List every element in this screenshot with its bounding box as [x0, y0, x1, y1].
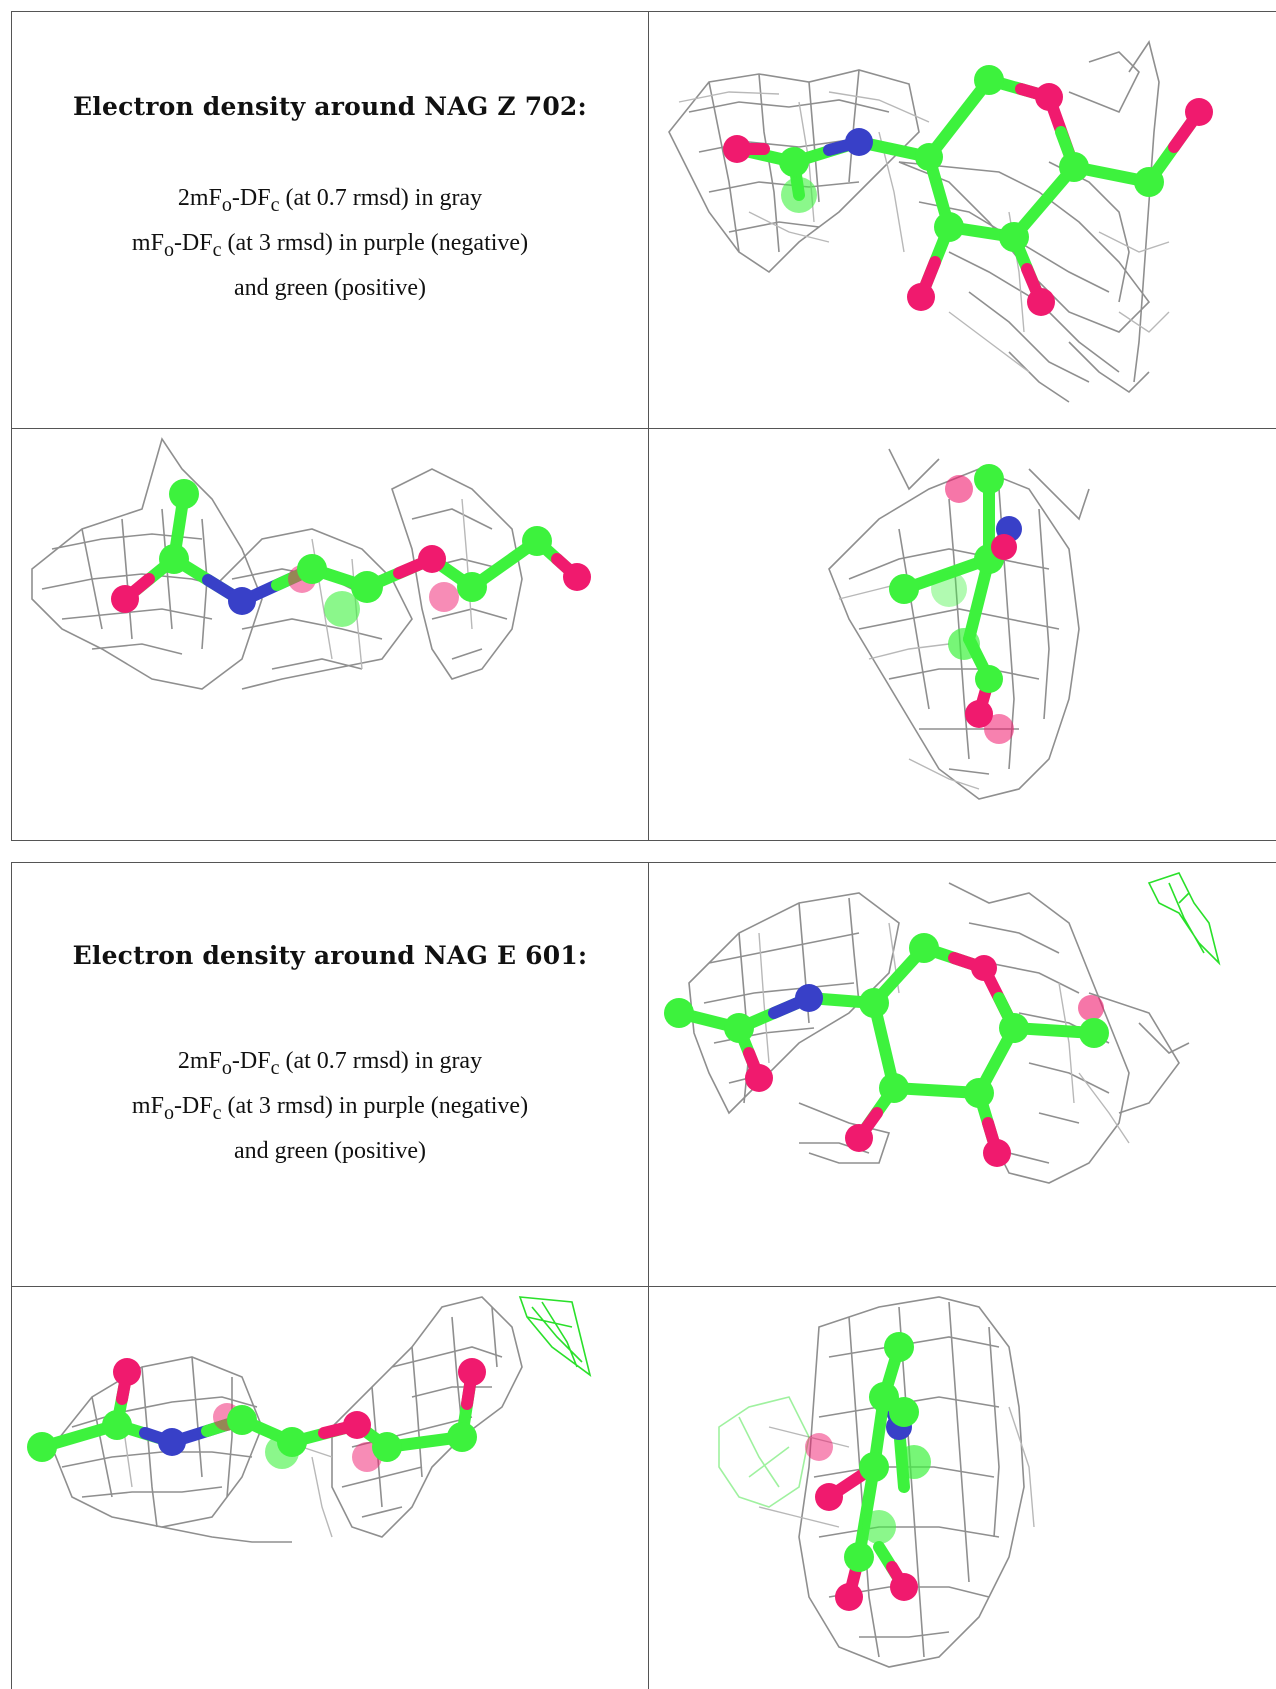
table-divider-horizontal — [12, 428, 1276, 429]
legend-line-gray: 2mFo-DFc (at 0.7 rmsd) in gray — [177, 1048, 483, 1079]
legend-line-difference: mFo-DFc (at 3 rmsd) in purple (negative) — [131, 1092, 529, 1124]
legend-line-positive: and green (positive) — [234, 274, 426, 301]
table-divider-vertical — [648, 863, 649, 1689]
legend-line-difference: mFo-DFc (at 3 rmsd) in purple (negative) — [131, 229, 529, 261]
panel-title: Electron density around NAG Z 702: — [73, 92, 587, 121]
density-image-bottom-left — [12, 1287, 648, 1689]
density-image-bottom-right — [649, 429, 1276, 839]
legend-line-positive: and green (positive) — [234, 1137, 426, 1164]
caption-cell: Electron density around NAG E 601: 2mFo-… — [12, 941, 648, 1170]
legend-line-gray: 2mFo-DFc (at 0.7 rmsd) in gray — [177, 185, 483, 216]
panel-title: Electron density around NAG E 601: — [72, 941, 588, 970]
figure-table-nag-e601: Electron density around NAG E 601: 2mFo-… — [11, 862, 1276, 1689]
density-image-top-right — [649, 12, 1276, 428]
density-image-bottom-right — [649, 1287, 1276, 1689]
figure-table-nag-z702: Electron density around NAG Z 702: 2mFo-… — [11, 11, 1276, 841]
table-divider-vertical — [648, 12, 649, 840]
density-image-bottom-left — [12, 429, 648, 839]
table-divider-horizontal — [12, 1286, 1276, 1287]
caption-cell: Electron density around NAG Z 702: 2mFo-… — [12, 92, 648, 307]
density-image-top-right — [649, 863, 1276, 1286]
